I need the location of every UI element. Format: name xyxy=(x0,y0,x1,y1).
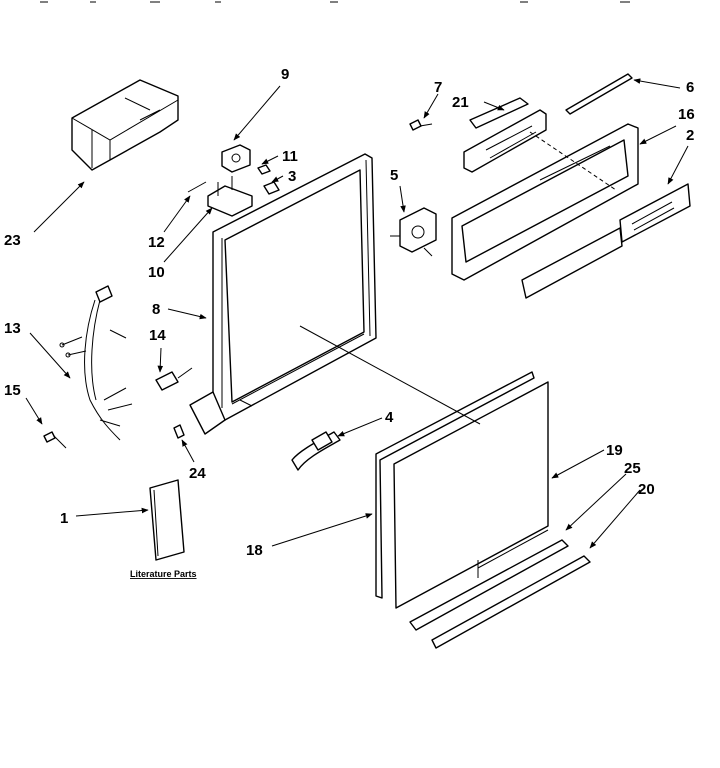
callout-13: 13 xyxy=(4,320,21,337)
callout-10: 10 xyxy=(148,264,165,281)
callout-15: 15 xyxy=(4,382,21,399)
part-6-strip xyxy=(565,73,633,115)
part-1-literature xyxy=(149,479,185,561)
part-3-clip xyxy=(263,181,280,195)
callout-18: 18 xyxy=(246,542,263,559)
callout-4: 4 xyxy=(385,409,394,426)
part-8-inner-door-frame xyxy=(189,153,377,435)
callout-12: 12 xyxy=(148,234,165,251)
part-14-switch xyxy=(155,367,193,391)
part-18-door-insulation xyxy=(375,371,549,599)
part-23-cover-bracket xyxy=(71,79,179,171)
part-20-trim xyxy=(431,555,591,649)
part-5-control-switch xyxy=(390,207,437,257)
part-19-outer-door-panel xyxy=(393,381,549,609)
part-13-wiring-harness xyxy=(59,285,133,441)
part-15-screw xyxy=(43,431,67,449)
part-12-pin xyxy=(187,181,207,193)
callout-23: 23 xyxy=(4,232,21,249)
callout-21: 21 xyxy=(452,94,469,111)
assembly-lines xyxy=(239,131,617,425)
callout-labels: 9 11 3 12 10 23 8 13 14 15 24 4 5 7 21 6… xyxy=(4,66,695,579)
callout-3: 3 xyxy=(288,168,296,185)
part-10-latch-base xyxy=(207,176,253,217)
callout-19: 19 xyxy=(606,442,623,459)
callout-20: 20 xyxy=(638,481,655,498)
part-2-control-overlay xyxy=(521,183,691,299)
callout-2: 2 xyxy=(686,127,694,144)
callout-16: 16 xyxy=(678,106,695,123)
part-7-screw xyxy=(409,119,433,131)
callout-24: 24 xyxy=(189,465,206,482)
callout-14: 14 xyxy=(149,327,166,344)
part-21-control-module xyxy=(463,97,547,173)
callout-9: 9 xyxy=(281,66,289,83)
callout-6: 6 xyxy=(686,79,694,96)
leader-lines xyxy=(25,78,689,549)
part-4-hinge-strap xyxy=(291,431,341,471)
part-9-latch xyxy=(221,144,251,173)
part-25-bottom-strip xyxy=(409,539,569,631)
callout-1: 1 xyxy=(60,510,68,527)
callout-5: 5 xyxy=(390,167,398,184)
part-24-clip xyxy=(173,424,185,439)
part-11-screw xyxy=(257,164,271,175)
callout-7: 7 xyxy=(434,79,442,96)
callout-11: 11 xyxy=(282,148,298,165)
callout-8: 8 xyxy=(152,301,160,318)
literature-parts-label: Literature Parts xyxy=(130,569,197,579)
callout-25: 25 xyxy=(624,460,641,477)
part-16-console-panel xyxy=(451,123,639,281)
